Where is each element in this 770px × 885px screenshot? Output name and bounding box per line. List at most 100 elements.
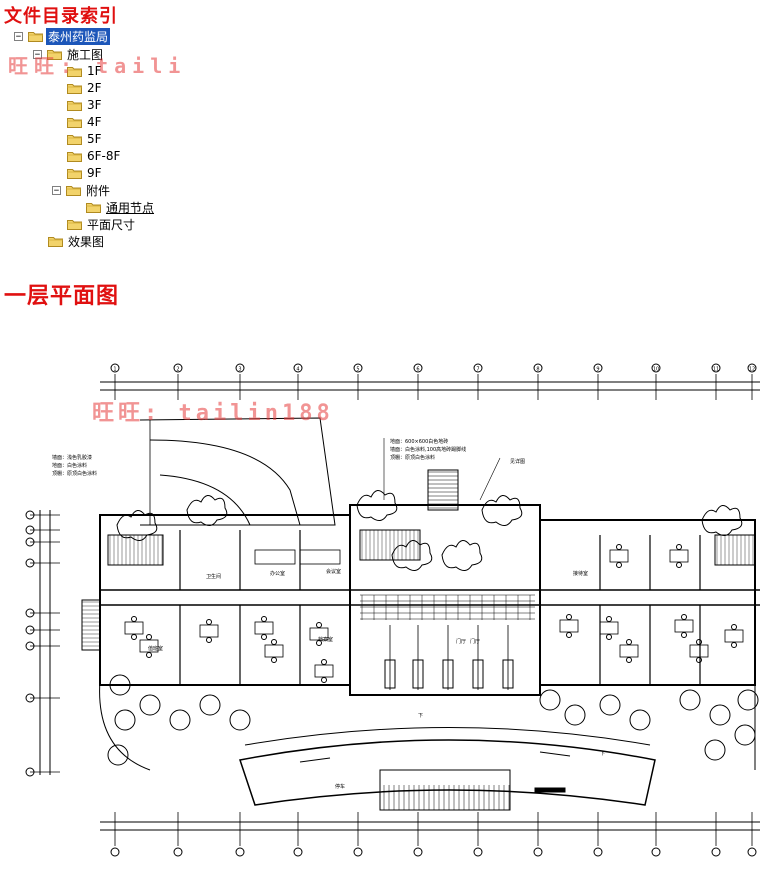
axis-label: 1	[113, 367, 116, 373]
chair	[566, 632, 572, 638]
tree-canopy	[391, 540, 433, 571]
tree-canopy	[701, 505, 743, 536]
axis-bubble-left	[25, 537, 35, 547]
axis-label: 12	[749, 367, 755, 373]
folder-icon	[67, 100, 82, 111]
axis-bubble-top	[173, 363, 183, 373]
chair	[616, 562, 622, 568]
folder-icon	[67, 219, 82, 230]
tree-item-renderings[interactable]: 效果图	[48, 233, 106, 249]
tree-item-label: 1F	[87, 64, 102, 78]
section-title: 一层平面图	[4, 283, 120, 309]
tree-item-label: 平面尺寸	[87, 217, 136, 232]
folder-icon	[67, 83, 82, 94]
tree-toggle-icon[interactable]: −	[33, 49, 42, 60]
desk	[674, 619, 694, 633]
folder-icon	[67, 117, 82, 128]
tree-item-label: 6F-8F	[87, 149, 121, 163]
folder-icon	[67, 66, 82, 77]
annotation-note: 墙面：白色涂料,100高地砖踢脚线	[390, 446, 466, 453]
tree-item-common-nodes[interactable]: 通用节点	[86, 199, 156, 215]
room-label: 停车	[335, 783, 345, 790]
shrub	[564, 704, 586, 726]
stair	[107, 534, 164, 566]
tree-item-floor[interactable]: 3F	[67, 97, 104, 113]
room-label: 卫生间	[206, 573, 221, 580]
tree-toggle-icon[interactable]: −	[52, 185, 61, 196]
tree-toggle-icon[interactable]: −	[14, 31, 23, 42]
entrance-steps	[379, 769, 511, 811]
axis-bubble-bottom	[747, 847, 757, 857]
shrub	[109, 674, 131, 696]
shrub	[599, 694, 621, 716]
tree-item-floor[interactable]: 9F	[67, 165, 104, 181]
room-label: 值班室	[148, 645, 163, 652]
tree-item-floor[interactable]: 5F	[67, 131, 104, 147]
entrance-canopy	[244, 727, 651, 746]
axis-bubble-bottom	[651, 847, 661, 857]
arrow	[299, 757, 331, 763]
chair	[131, 634, 137, 640]
tree-item-root[interactable]: −泰州药监局	[14, 27, 111, 45]
axis-label: 3	[238, 367, 241, 373]
lobby-pillar	[384, 659, 396, 689]
axis-bubble-top	[293, 363, 303, 373]
room-label: 档案室	[318, 636, 333, 643]
lobby-pillar	[472, 659, 484, 689]
shrub	[704, 739, 726, 761]
axis-bubble-top	[711, 363, 721, 373]
chair	[271, 657, 277, 663]
axis-bubble-bottom	[711, 847, 721, 857]
ramp-curve	[149, 439, 301, 526]
chair	[206, 619, 212, 625]
axis-bubble-bottom	[110, 847, 120, 857]
axis-bubble-bottom	[533, 847, 543, 857]
axis-label: 4	[296, 367, 299, 373]
chair	[696, 657, 702, 663]
folder-icon	[66, 185, 81, 196]
room-label: 门厅	[456, 638, 466, 645]
tree-item-plan-dimensions[interactable]: 平面尺寸	[67, 216, 137, 232]
desk	[689, 644, 709, 658]
shrub	[539, 689, 561, 711]
arrow	[539, 751, 571, 757]
folder-icon	[48, 236, 63, 247]
shrub	[107, 744, 129, 766]
shrub	[139, 694, 161, 716]
axis-bubble-top	[533, 363, 543, 373]
tree-item-construction[interactable]: −施工图	[33, 46, 105, 62]
annotation-note: 见详图	[510, 458, 525, 465]
chair	[131, 616, 137, 622]
axis-label: 7	[476, 367, 479, 373]
axis-bubble-bottom	[235, 847, 245, 857]
chair	[626, 639, 632, 645]
axis-bubble-left	[25, 625, 35, 635]
tree-item-floor[interactable]: 6F-8F	[67, 148, 122, 164]
folder-icon	[67, 168, 82, 179]
tree-item-floor[interactable]: 1F	[67, 63, 104, 79]
axis-bubble-top	[353, 363, 363, 373]
tree-item-floor[interactable]: 2F	[67, 80, 104, 96]
table	[299, 549, 341, 565]
axis-bubble-top	[110, 363, 120, 373]
tree-item-label: 附件	[86, 183, 111, 198]
room-label: 下	[600, 751, 605, 757]
tree-item-label: 9F	[87, 166, 102, 180]
tree-item-label: 3F	[87, 98, 102, 112]
tree-item-floor[interactable]: 4F	[67, 114, 104, 130]
chair	[606, 616, 612, 622]
exterior-stair	[81, 599, 101, 651]
room-label: 会议室	[326, 568, 341, 575]
axis-bubble-top	[413, 363, 423, 373]
axis-bubble-top	[235, 363, 245, 373]
axis-bubble-bottom	[473, 847, 483, 857]
desk	[314, 664, 334, 678]
axis-bubble-bottom	[593, 847, 603, 857]
annotation-note: 地面：600×600白色地砖	[390, 438, 448, 445]
axis-bubble-bottom	[353, 847, 363, 857]
axis-bubble-bottom	[173, 847, 183, 857]
tree-item-attachments[interactable]: − 附件	[52, 182, 112, 198]
desk	[609, 549, 629, 563]
